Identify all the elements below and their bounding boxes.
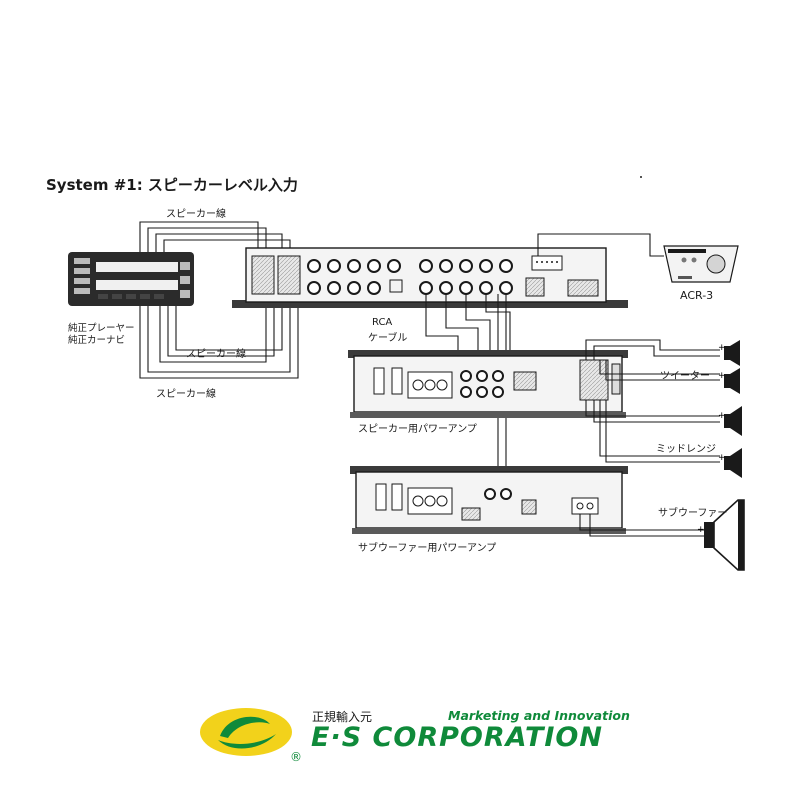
svg-text:+: +: [718, 371, 726, 381]
speaker-amp-label: スピーカー用パワーアンプ: [358, 424, 477, 435]
rca-label: RCA: [372, 317, 393, 328]
footer-marketing: Marketing and Innovation: [448, 708, 630, 723]
stray-dot: [640, 176, 642, 178]
acr3-remote: [663, 245, 739, 283]
subwoofer-speaker: +: [697, 499, 745, 571]
svg-text:+: +: [718, 411, 726, 421]
footer-corporation: E·S CORPORATION: [311, 722, 603, 753]
head-unit-label-navi: 純正カーナビ: [68, 335, 126, 346]
speaker-output-wires: [585, 339, 720, 463]
speaker-wire-label-top: スピーカー線: [166, 209, 226, 220]
es-logo: [200, 708, 292, 756]
registered-mark: ®: [290, 750, 302, 764]
head-unit-label-player: 純正プレーヤー: [68, 323, 135, 334]
rca-cable-label: ケーブル: [368, 333, 408, 344]
sub-amp-label: サブウーファー用パワーアンプ: [358, 543, 497, 554]
head-unit: [68, 252, 194, 306]
svg-text:+: +: [697, 525, 705, 535]
speaker-wires: [139, 221, 299, 379]
speaker-power-amp: [348, 350, 628, 418]
speaker-wire-label-bottom: スピーカー線: [156, 389, 216, 400]
midrange-label: ミッドレンジ: [656, 444, 716, 455]
footer-tagline: 正規輸入元: [312, 710, 373, 724]
diagram-title: System #1: スピーカーレベル入力: [46, 176, 298, 194]
subwoofer-wires: [579, 514, 704, 537]
signal-processor: [232, 247, 628, 308]
svg-text:+: +: [718, 343, 726, 353]
tweeter-label: ツイーター: [660, 371, 710, 382]
midrange-speakers: + +: [718, 406, 742, 478]
subwoofer-label: サブウーファー: [658, 508, 728, 519]
acr3-cable: [537, 233, 664, 257]
subwoofer-power-amp: [350, 466, 628, 534]
acr3-label: ACR-3: [680, 289, 714, 302]
svg-text:+: +: [718, 453, 726, 463]
speaker-wire-label-middle: スピーカー線: [186, 349, 246, 360]
tweeter-speakers: + +: [718, 340, 740, 394]
